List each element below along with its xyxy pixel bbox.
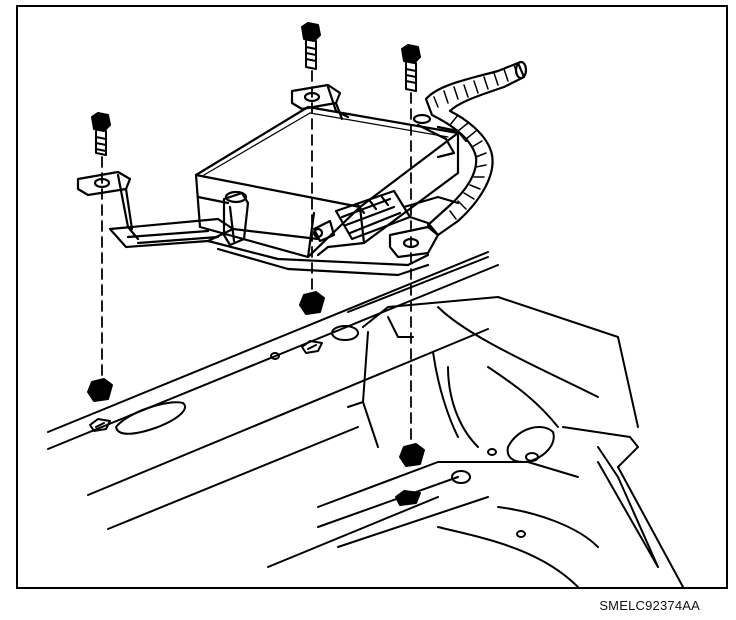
bolt-center — [301, 22, 321, 70]
wiring-harness — [402, 60, 528, 237]
clip-nut-center — [299, 291, 325, 354]
clip-nut-front-left — [87, 378, 113, 432]
bolt-left — [91, 112, 111, 156]
diagram-frame — [16, 5, 728, 589]
mounting-bracket — [76, 83, 440, 277]
floor-pan — [47, 251, 684, 587]
figure-code-label: SMELC92374AA — [599, 598, 700, 613]
module-installation-drawing — [47, 22, 684, 587]
control-module — [194, 105, 460, 259]
bolt-right — [401, 44, 421, 92]
clip-nut-right — [395, 443, 425, 506]
